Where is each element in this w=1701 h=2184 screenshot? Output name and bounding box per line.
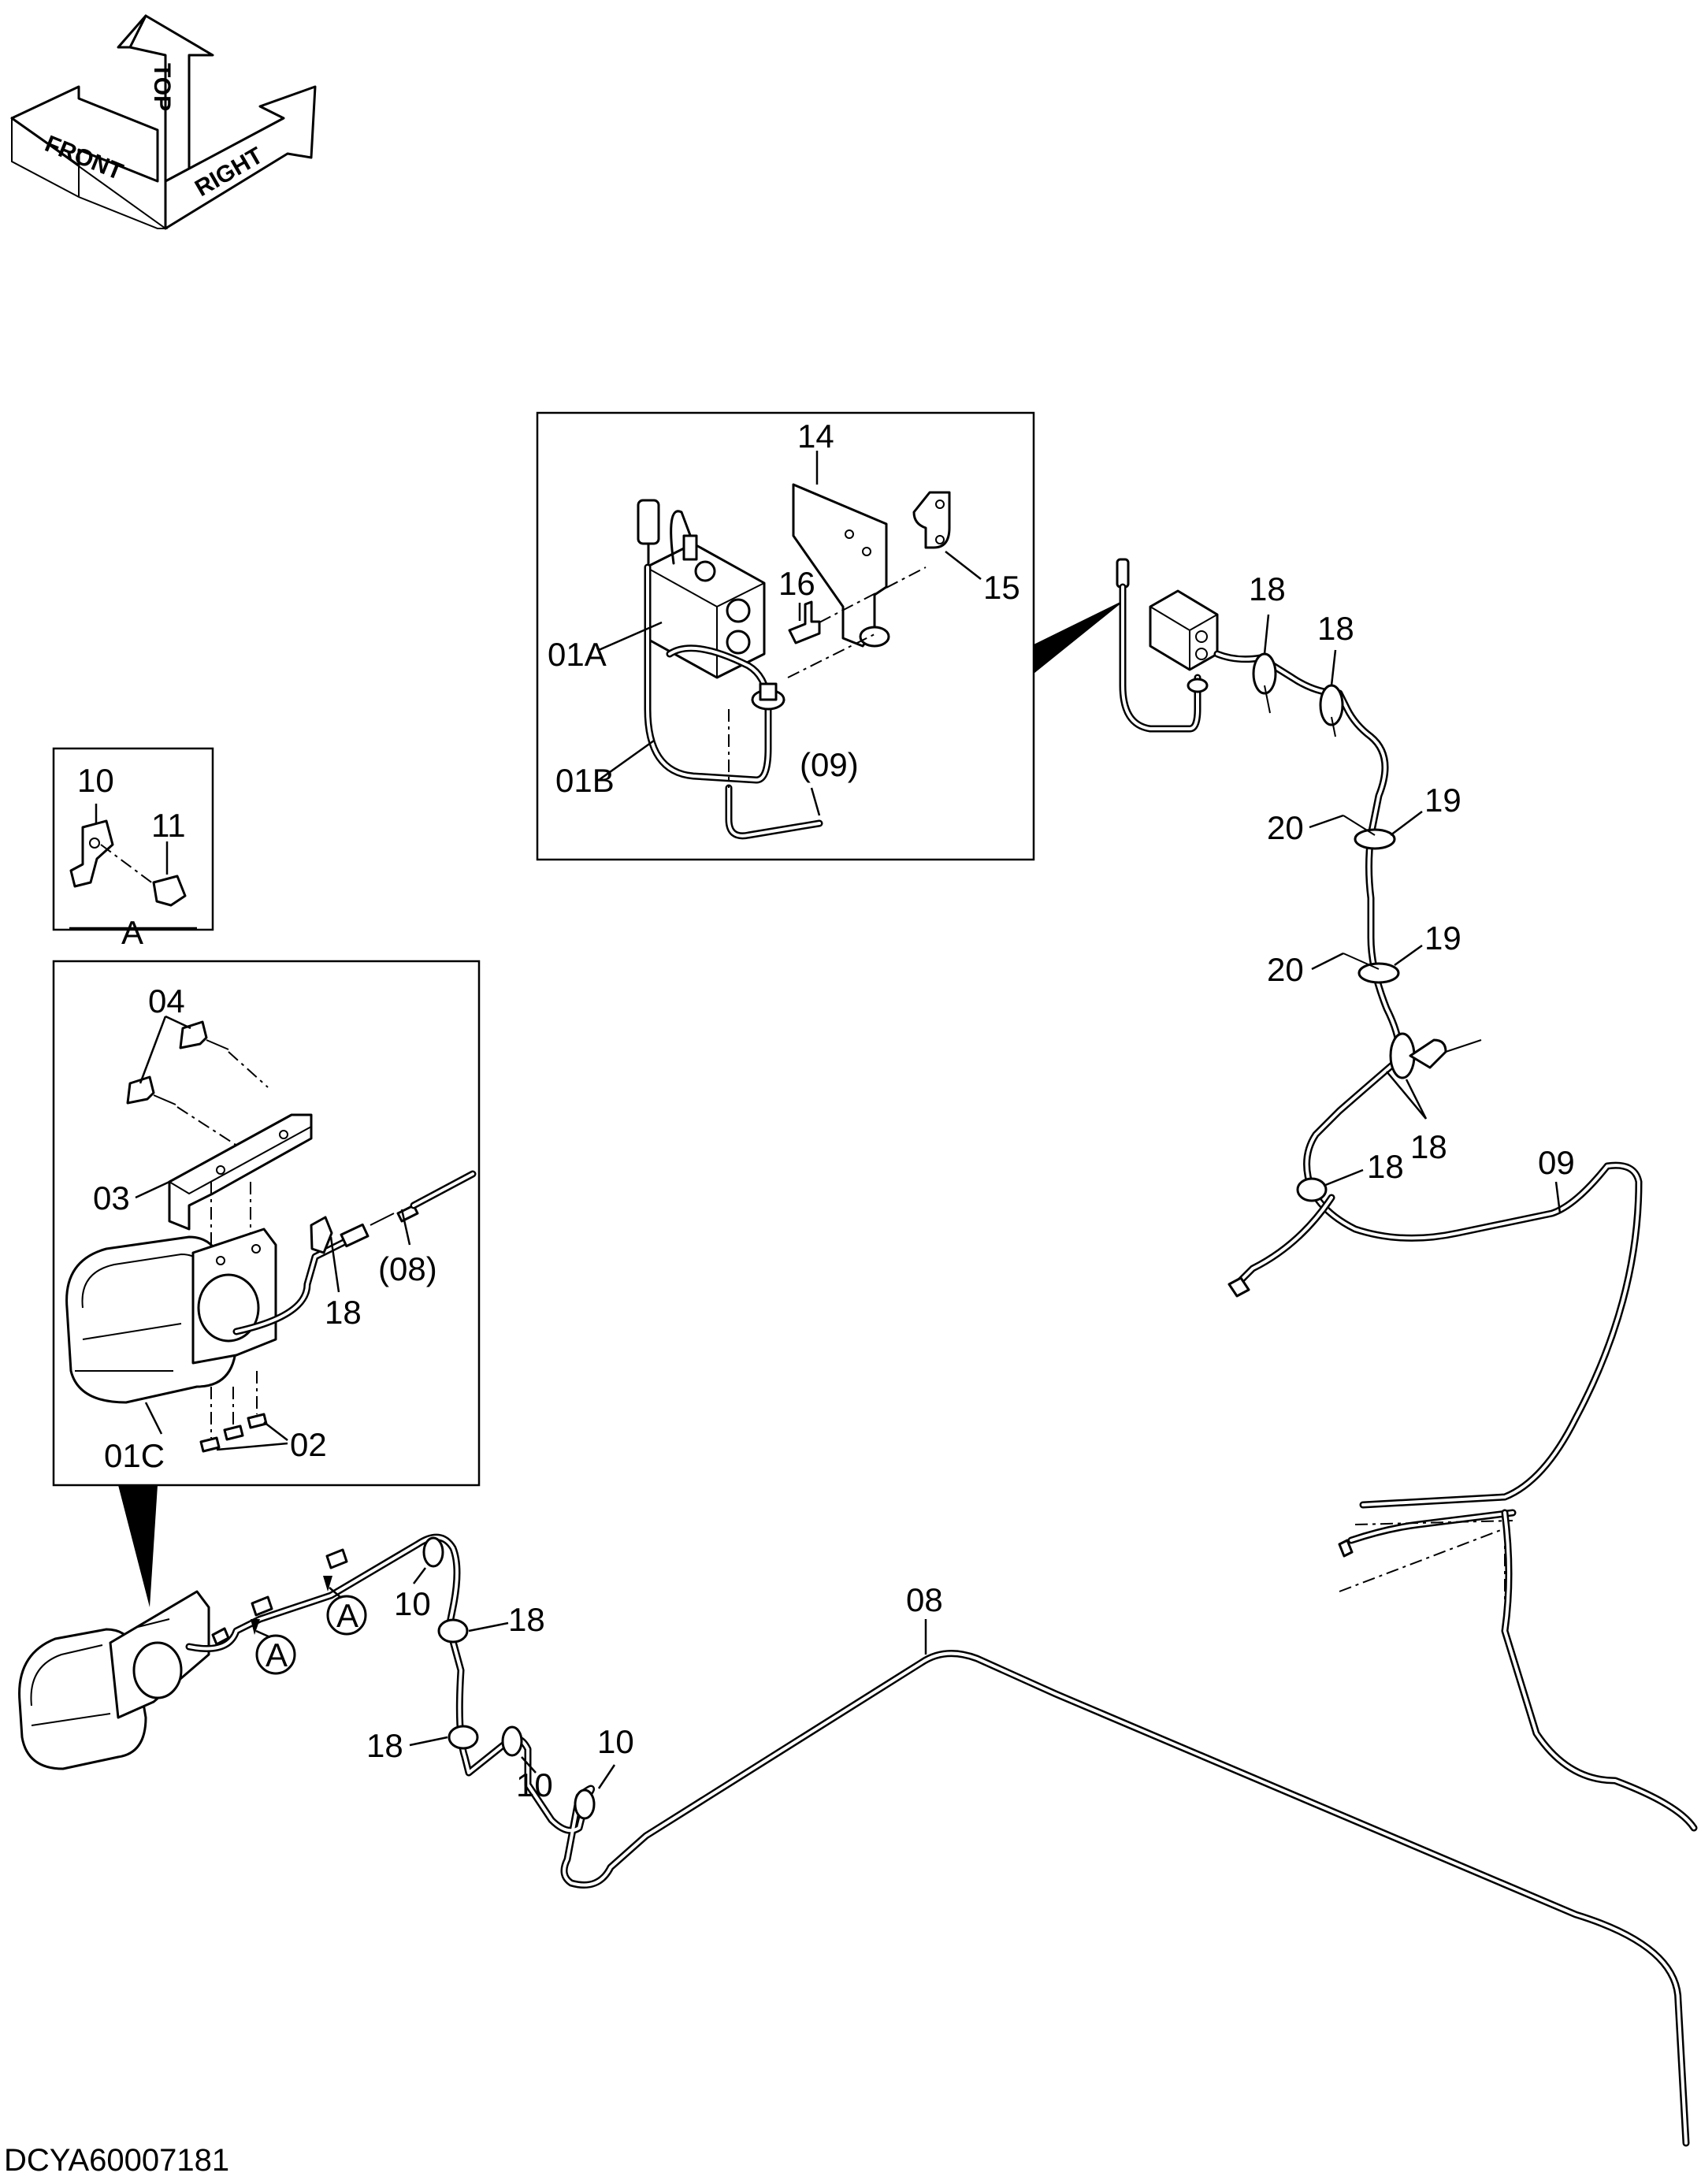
label-18-d: 18 xyxy=(1367,1148,1404,1185)
main-lamp-side: A A 10 18 18 10 10 08 xyxy=(18,1509,1698,2147)
clamp-18-e xyxy=(437,1618,469,1644)
label-03: 03 xyxy=(93,1179,130,1216)
label-10-c: 10 xyxy=(597,1723,634,1760)
clamp-18-lamp xyxy=(310,1216,333,1254)
label-20-a: 20 xyxy=(1267,809,1304,846)
top-label: TOP xyxy=(149,63,175,111)
label-19-b: 19 xyxy=(1424,919,1461,956)
drawing-code: DCYA60007181 xyxy=(4,2143,229,2178)
label-view-a: A xyxy=(121,914,143,951)
label-01c: 01C xyxy=(104,1437,165,1474)
detail-switch-assembly: 14 15 16 01A 01B (09) xyxy=(536,411,1127,861)
screw-02-a xyxy=(199,1436,221,1453)
clamp-19-a xyxy=(1354,828,1396,850)
label-19-a: 19 xyxy=(1424,782,1461,819)
label-11: 11 xyxy=(151,807,186,844)
clamp-10-b xyxy=(501,1725,523,1757)
label-20-b: 20 xyxy=(1267,951,1304,988)
clamp-18-f xyxy=(448,1725,479,1750)
label-16: 16 xyxy=(778,565,815,602)
label-14: 14 xyxy=(797,418,834,455)
detail-pointer-switch xyxy=(1034,599,1127,674)
label-08-ref: (08) xyxy=(378,1250,437,1287)
label-15: 15 xyxy=(983,569,1020,606)
label-18-c: 18 xyxy=(1410,1128,1447,1165)
orientation-icon: FRONT TOP RIGHT xyxy=(10,14,317,230)
bolt-04-a xyxy=(179,1020,208,1049)
bracket-03 xyxy=(168,1113,313,1231)
label-02: 02 xyxy=(290,1426,327,1463)
bolt-11-detail xyxy=(152,875,187,907)
label-10-detail: 10 xyxy=(77,762,114,799)
bolt-16 xyxy=(788,600,821,644)
clamp-15 xyxy=(912,491,951,549)
label-01a: 01A xyxy=(548,636,607,673)
label-01b: 01B xyxy=(555,762,615,799)
label-09-ref: (09) xyxy=(800,746,859,783)
label-18-a: 18 xyxy=(1249,570,1286,607)
detail-view-a: 10 11 A xyxy=(52,747,214,951)
ref-a-1-label: A xyxy=(266,1636,288,1673)
label-10-a: 10 xyxy=(394,1585,431,1622)
clamp-10-detail xyxy=(69,819,114,888)
label-09: 09 xyxy=(1538,1144,1575,1181)
ref-a-2 xyxy=(326,1595,367,1636)
ref-a-2-label: A xyxy=(336,1597,358,1634)
clamp-18-d xyxy=(1296,1177,1328,1202)
label-18-e: 18 xyxy=(508,1601,545,1638)
clamp-10-c xyxy=(574,1788,596,1820)
detail-pointer-lamp xyxy=(118,1485,158,1607)
clamp-19-b xyxy=(1357,962,1400,984)
label-18-lamp: 18 xyxy=(325,1294,362,1331)
label-10-b: 10 xyxy=(516,1766,553,1803)
label-04: 04 xyxy=(148,982,185,1020)
detail-lamp-assembly: 04 03 (08) 18 01C 02 xyxy=(52,960,481,1607)
label-18-f: 18 xyxy=(366,1727,403,1764)
clamp-10-a xyxy=(422,1536,444,1568)
label-08: 08 xyxy=(906,1581,943,1618)
main-switch-side: 18 18 19 20 19 20 18 18 09 xyxy=(1116,558,1643,1623)
label-18-b: 18 xyxy=(1317,610,1354,647)
screw-02-b xyxy=(223,1424,244,1441)
harness-08 xyxy=(185,1533,1690,2147)
bolt-04-b xyxy=(126,1075,155,1105)
switch-main xyxy=(1149,589,1219,671)
ref-a-1 xyxy=(255,1634,296,1675)
